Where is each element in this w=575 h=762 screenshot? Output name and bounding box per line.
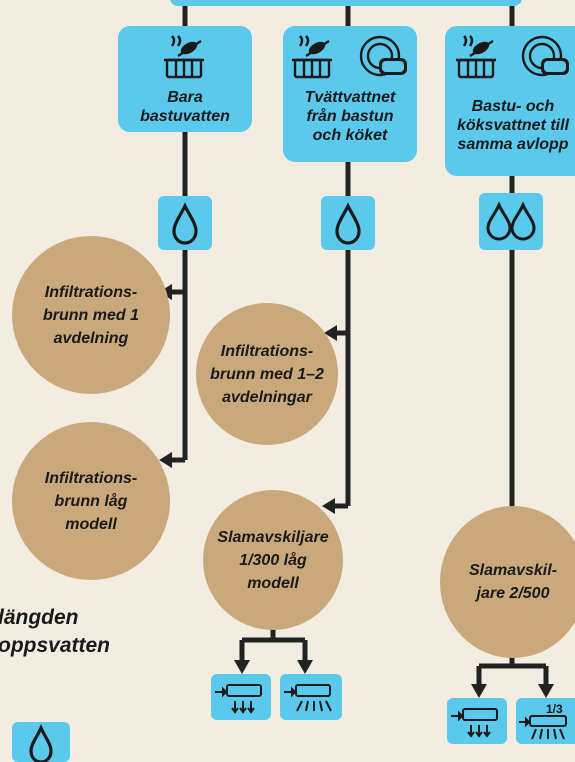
treatment-infiltration-lag-modell: Infiltrations- brunn låg modell xyxy=(12,422,170,580)
dispersion-pipe-icon xyxy=(284,684,332,712)
third-fraction-label: 1/3 xyxy=(546,702,563,716)
treatment-infiltration-1-2-avdelningar: Infiltrations- brunn med 1–2 avdelningar xyxy=(196,303,338,445)
treatment-label-5: Slamavskil- jare 2/500 xyxy=(468,562,558,602)
source-label-1: Bara bastuvatten xyxy=(140,89,230,125)
arrow-head-col2-right xyxy=(297,660,313,674)
outlet-box-3 xyxy=(447,698,507,744)
treatment-label-2: Infiltrations- brunn låg modell xyxy=(44,469,138,533)
treatment-slamavskiljare-2-500: Slamavskil- jare 2/500 xyxy=(440,506,575,658)
sauna-tub-icon xyxy=(456,35,496,79)
outlet-box-1 xyxy=(211,674,271,720)
arrow-head-col3-right xyxy=(538,684,554,698)
arrow-head-col1-2 xyxy=(159,452,172,468)
infiltration-pipe-icon xyxy=(215,684,262,714)
sauna-tub-icon xyxy=(292,35,332,79)
treatment-label-1: Infiltrations- brunn med 1 avdelning xyxy=(42,283,139,347)
source-box-bara-bastuvatten: Bara bastuvatten xyxy=(118,26,252,132)
drop-box-3 xyxy=(479,193,543,250)
arrow-head-col3-left xyxy=(471,684,487,698)
dish-sponge-icon xyxy=(359,35,407,77)
water-drop-icon xyxy=(172,202,198,245)
legend-drop-box xyxy=(12,722,70,762)
treatment-slamavskiljare-1-300: Slamavskiljare 1/300 låg modell xyxy=(203,490,343,630)
source-label-2: Tvättvattnet från bastun och köket xyxy=(304,89,396,144)
legend-text: längden oppsvatten xyxy=(0,606,111,657)
arrow-head-col2-left xyxy=(234,660,250,674)
source-box-samma-avlopp: Bastu- och köksvattnet till samma avlopp xyxy=(445,26,575,176)
double-water-drop-icon xyxy=(486,201,536,241)
top-box-fragment xyxy=(170,0,522,6)
sauna-tub-icon xyxy=(164,35,204,79)
infiltration-pipe-icon xyxy=(451,708,498,738)
third-dispersion-pipe-icon: 1/3 xyxy=(519,702,567,740)
drop-box-1 xyxy=(158,196,212,250)
dish-sponge-icon xyxy=(521,35,569,77)
arrow-head-col2-2 xyxy=(322,498,335,514)
treatment-label-4: Slamavskiljare 1/300 låg modell xyxy=(217,528,329,592)
source-label-3: Bastu- och köksvattnet till samma avlopp xyxy=(456,98,570,153)
treatment-infiltration-1-avdelning: Infiltrations- brunn med 1 avdelning xyxy=(12,236,170,394)
water-drop-icon xyxy=(335,202,361,245)
water-drop-icon xyxy=(29,724,53,762)
outlet-box-2 xyxy=(280,674,342,720)
outlet-box-4: 1/3 xyxy=(516,698,575,744)
drop-box-2 xyxy=(321,196,375,250)
source-box-tvattvatten: Tvättvattnet från bastun och köket xyxy=(283,26,417,162)
arrow-head-col2-1 xyxy=(324,325,337,341)
treatment-label-3: Infiltrations- brunn med 1–2 avdelningar xyxy=(210,342,324,406)
